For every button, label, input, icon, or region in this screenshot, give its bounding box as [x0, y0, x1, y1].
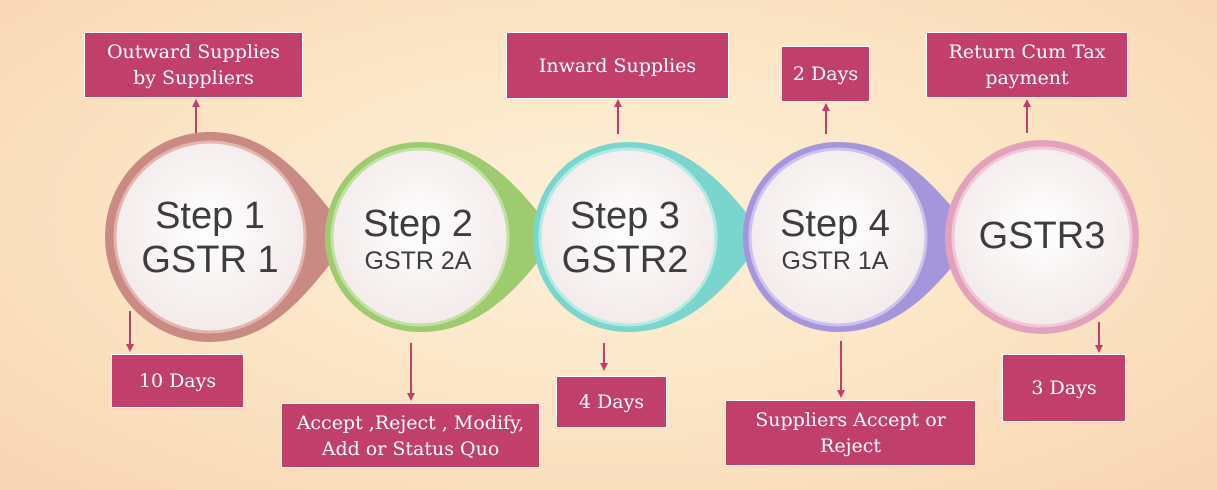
- callout-outward-supplies: Outward Supplies by Suppliers: [84, 32, 303, 98]
- callout-10-days: 10 Days: [111, 354, 244, 408]
- step-1-title: Step 1: [155, 195, 265, 237]
- connector-step-4-top: [825, 110, 827, 134]
- callout-3-days: 3 Days: [1002, 354, 1126, 422]
- arrowhead-up-icon: [614, 99, 622, 107]
- connector-step-2-bottom: [410, 343, 412, 395]
- callout-accept-reject-modify: Accept ,Reject , Modify, Add or Status Q…: [281, 403, 540, 468]
- connector-step-3-top: [617, 106, 619, 134]
- step-4-subtitle: GSTR 1A: [781, 247, 889, 275]
- arrowhead-down-icon: [407, 393, 415, 401]
- connector-step-1-top: [195, 106, 197, 133]
- connector-step-4-bottom: [840, 341, 842, 392]
- step-2-subtitle: GSTR 2A: [364, 247, 472, 275]
- step-2-shape: [325, 142, 557, 332]
- connector-step-3-bottom: [603, 343, 605, 365]
- step-1-shape: [105, 132, 350, 342]
- step-5-shape: [945, 140, 1139, 334]
- step-4-title: Step 4: [780, 203, 890, 245]
- arrowhead-up-icon: [1023, 99, 1031, 107]
- callout-4-days: 4 Days: [556, 376, 667, 428]
- step-2-label: Step 2 GSTR 2A: [318, 202, 518, 276]
- callout-suppliers-accept-or-reject: Suppliers Accept or Reject: [725, 400, 976, 466]
- step-1-label: Step 1 GSTR 1: [110, 194, 310, 282]
- step-1-subtitle: GSTR 1: [141, 239, 279, 281]
- arrowhead-down-icon: [1095, 345, 1103, 353]
- step-3-label: Step 3 GSTR2: [525, 194, 725, 282]
- arrowhead-down-icon: [837, 390, 845, 398]
- arrowhead-up-icon: [192, 99, 200, 107]
- step-5-label: GSTR3: [942, 214, 1142, 258]
- step-4-label: Step 4 GSTR 1A: [735, 202, 935, 276]
- step-5-title: GSTR3: [978, 215, 1106, 257]
- callout-inward-supplies: Inward Supplies: [506, 32, 729, 99]
- arrowhead-down-icon: [600, 363, 608, 371]
- callout-return-cum-tax-payment: Return Cum Tax payment: [926, 32, 1128, 98]
- step-3-title: Step 3: [570, 195, 680, 237]
- step-4-shape: [743, 142, 975, 332]
- connector-step-1-bottom: [129, 311, 131, 346]
- arrowhead-down-icon: [126, 344, 134, 352]
- step-3-subtitle: GSTR2: [561, 239, 689, 281]
- callout-2-days: 2 Days: [781, 46, 870, 102]
- arrowhead-up-icon: [822, 103, 830, 111]
- step-3-shape: [533, 142, 765, 332]
- connector-step-5-top: [1026, 106, 1028, 133]
- step-2-title: Step 2: [363, 203, 473, 245]
- connector-step-5-bottom: [1098, 322, 1100, 347]
